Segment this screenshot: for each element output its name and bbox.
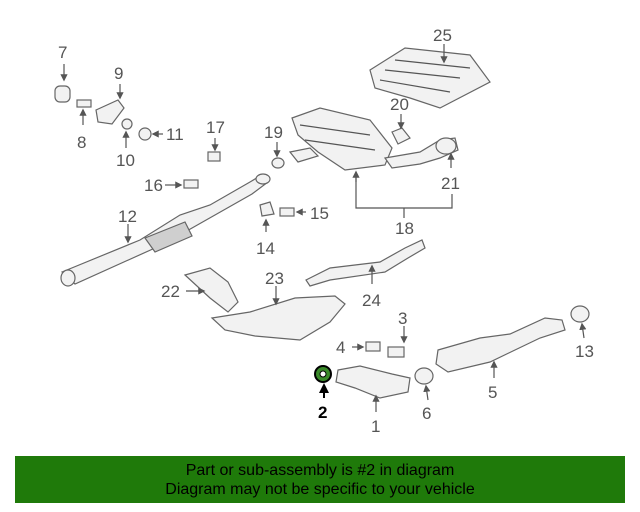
callout-21: 21 [441, 174, 460, 193]
callout-10: 10 [116, 151, 135, 170]
callout-20: 20 [390, 95, 409, 114]
mount-part [259, 201, 275, 217]
stud-part [183, 179, 199, 189]
callout-14: 14 [256, 239, 275, 258]
leader-13 [579, 322, 587, 339]
gasket-part [207, 151, 221, 162]
hanger-rubber-part [391, 127, 411, 145]
callout-23: 23 [265, 269, 284, 288]
callout-2: 2 [318, 403, 327, 422]
heat-shield-part [369, 47, 491, 109]
leader-6 [423, 384, 431, 401]
nut-part [138, 127, 152, 141]
callout-12: 12 [118, 207, 137, 226]
muffler-part [288, 107, 459, 171]
callout-15: 15 [310, 204, 329, 223]
seal-part [271, 157, 285, 169]
callout-25: 25 [433, 26, 452, 45]
pipe-shield-part [305, 239, 426, 287]
callout-16: 16 [144, 176, 163, 195]
callout-9: 9 [114, 64, 123, 83]
washer-part [121, 118, 133, 130]
hanger-part [54, 85, 71, 103]
banner-line-2: Diagram may not be specific to your vehi… [165, 481, 475, 498]
bolt-part [76, 99, 92, 108]
front-pipe-part [60, 173, 271, 287]
callout-11: 11 [166, 125, 184, 144]
callout-19: 19 [264, 123, 283, 142]
callout-18: 18 [395, 219, 414, 238]
callout-13: 13 [575, 342, 594, 361]
gasket-13-part [570, 305, 590, 323]
center-pipe-part [435, 317, 566, 373]
callout-5: 5 [488, 383, 497, 402]
gasket-6-part [414, 367, 434, 385]
bracket-part [95, 99, 125, 125]
bolt-3-part [387, 346, 405, 358]
highlighted-gasket-part [314, 365, 332, 383]
leader-18 [352, 170, 453, 218]
callout-8: 8 [77, 133, 86, 152]
callout-6: 6 [422, 404, 431, 423]
callout-17: 17 [206, 118, 225, 137]
callout-4: 4 [336, 338, 345, 357]
spring-bolt-part [365, 341, 381, 352]
callout-1: 1 [371, 417, 380, 436]
callout-24: 24 [362, 291, 381, 310]
callout-3: 3 [398, 309, 407, 328]
callout-7: 7 [58, 43, 67, 62]
callout-22: 22 [161, 282, 180, 301]
banner-line-1: Part or sub-assembly is #2 in diagram [185, 462, 455, 479]
bushing-part [279, 207, 295, 217]
front-shield-part [183, 267, 239, 313]
exhaust-system-diagram: 25 7 8 9 10 11 17 16 12 19 [54, 26, 594, 436]
info-banner: Part or sub-assembly is #2 in diagram Di… [15, 456, 625, 503]
front-exhaust-pipe-part [335, 365, 411, 399]
